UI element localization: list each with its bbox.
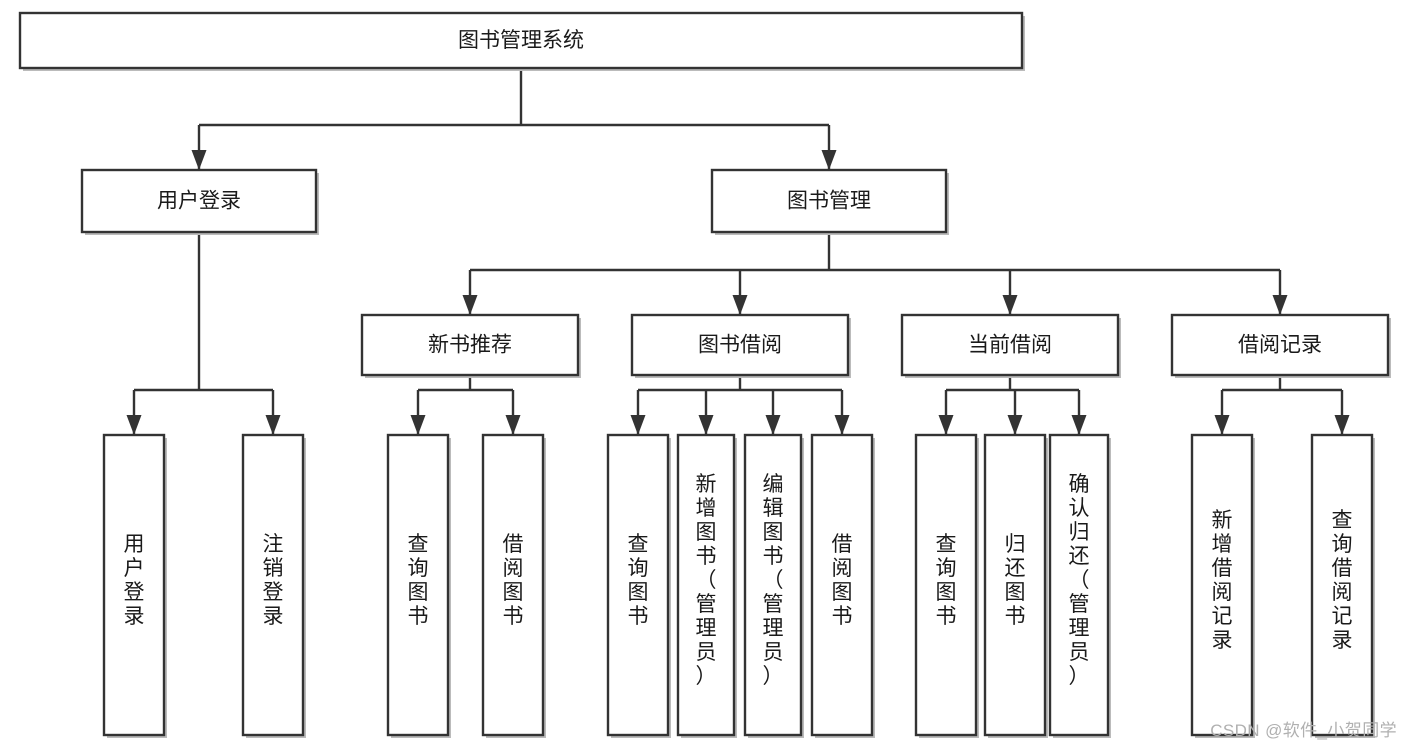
node-rect[interactable] — [676, 433, 736, 737]
node-leaf-query-book-1[interactable]: 查询图书 — [386, 433, 451, 738]
node-rect[interactable] — [983, 433, 1047, 737]
node-label: 借阅图书 — [832, 533, 853, 628]
node-label: 查询借阅记录 — [1332, 509, 1353, 652]
node-rect[interactable] — [241, 433, 305, 737]
node-label: 查询图书 — [936, 533, 957, 628]
node-root[interactable]: 图书管理系统 — [18, 11, 1025, 71]
node-new-book-rec[interactable]: 新书推荐 — [360, 313, 581, 378]
arrow-head-icon — [765, 415, 781, 435]
node-rect[interactable] — [914, 433, 978, 737]
node-label: 查询图书 — [408, 533, 429, 628]
node-leaf-confirm-return[interactable]: 确认归还（管理员） — [1048, 433, 1111, 738]
node-rect[interactable] — [900, 313, 1120, 377]
node-rect[interactable] — [1170, 313, 1390, 377]
node-label: 新增借阅记录 — [1212, 509, 1233, 652]
node-book-manage[interactable]: 图书管理 — [710, 168, 949, 235]
node-label: 编辑图书（管理员） — [763, 473, 784, 688]
arrow-head-icon — [265, 415, 281, 435]
node-rect[interactable] — [102, 433, 166, 737]
node-rect[interactable] — [360, 313, 580, 377]
node-rect[interactable] — [710, 168, 948, 234]
node-leaf-return-book[interactable]: 归还图书 — [983, 433, 1048, 738]
node-label: 新增图书（管理员） — [696, 473, 717, 688]
node-label: 注销登录 — [263, 533, 284, 628]
arrow-head-icon — [126, 415, 142, 435]
node-rect[interactable] — [18, 11, 1024, 70]
arrow-head-icon — [1334, 415, 1350, 435]
node-leaf-query-book-2[interactable]: 查询图书 — [606, 433, 671, 738]
node-label: 借阅图书 — [503, 533, 524, 628]
node-leaf-query-record[interactable]: 查询借阅记录 — [1310, 433, 1375, 738]
node-rect[interactable] — [743, 433, 803, 737]
arrow-head-icon — [732, 295, 748, 315]
node-label: 图书借阅 — [698, 334, 782, 357]
node-rect[interactable] — [1048, 433, 1110, 737]
node-rect[interactable] — [606, 433, 670, 737]
arrow-head-icon — [698, 415, 714, 435]
arrow-head-icon — [1214, 415, 1230, 435]
arrow-head-icon — [1007, 415, 1023, 435]
node-label: 归还图书 — [1005, 533, 1026, 628]
node-current-borrow[interactable]: 当前借阅 — [900, 313, 1121, 378]
node-rect[interactable] — [1190, 433, 1254, 737]
node-leaf-user-login[interactable]: 用户登录 — [102, 433, 167, 738]
node-rect[interactable] — [80, 168, 318, 234]
node-label: 确认归还（管理员） — [1069, 473, 1090, 688]
node-leaf-add-record[interactable]: 新增借阅记录 — [1190, 433, 1255, 738]
node-leaf-query-book-3[interactable]: 查询图书 — [914, 433, 979, 738]
node-user-login[interactable]: 用户登录 — [80, 168, 319, 235]
node-rect[interactable] — [810, 433, 874, 737]
node-leaf-user-logout[interactable]: 注销登录 — [241, 433, 306, 738]
node-label: 用户登录 — [157, 190, 241, 213]
arrow-head-icon — [938, 415, 954, 435]
node-rect[interactable] — [481, 433, 545, 737]
node-rect[interactable] — [386, 433, 450, 737]
node-leaf-borrow-book-1[interactable]: 借阅图书 — [481, 433, 546, 738]
arrow-head-icon — [1071, 415, 1087, 435]
node-leaf-edit-book[interactable]: 编辑图书（管理员） — [743, 433, 804, 738]
arrow-head-icon — [462, 295, 478, 315]
node-label: 借阅记录 — [1238, 334, 1322, 357]
node-label: 新书推荐 — [428, 334, 512, 357]
arrow-head-icon — [630, 415, 646, 435]
arrow-head-icon — [834, 415, 850, 435]
node-boxes-layer: 图书管理系统用户登录图书管理新书推荐图书借阅当前借阅借阅记录用户登录注销登录查询… — [18, 11, 1391, 738]
node-leaf-borrow-book-2[interactable]: 借阅图书 — [810, 433, 875, 738]
arrow-head-icon — [505, 415, 521, 435]
node-label: 图书管理系统 — [458, 29, 584, 52]
arrow-head-icon — [1272, 295, 1288, 315]
node-label: 用户登录 — [124, 533, 145, 628]
node-book-borrow[interactable]: 图书借阅 — [630, 313, 851, 378]
arrow-head-icon — [1002, 295, 1018, 315]
arrow-head-icon — [191, 150, 207, 170]
node-label: 图书管理 — [787, 190, 871, 213]
node-rect[interactable] — [1310, 433, 1374, 737]
connector-lines-layer — [126, 68, 1350, 435]
node-leaf-add-book[interactable]: 新增图书（管理员） — [676, 433, 737, 738]
node-borrow-record[interactable]: 借阅记录 — [1170, 313, 1391, 378]
node-rect[interactable] — [630, 313, 850, 377]
node-label: 当前借阅 — [968, 334, 1052, 357]
arrow-head-icon — [821, 150, 837, 170]
arrow-head-icon — [410, 415, 426, 435]
node-label: 查询图书 — [628, 533, 649, 628]
